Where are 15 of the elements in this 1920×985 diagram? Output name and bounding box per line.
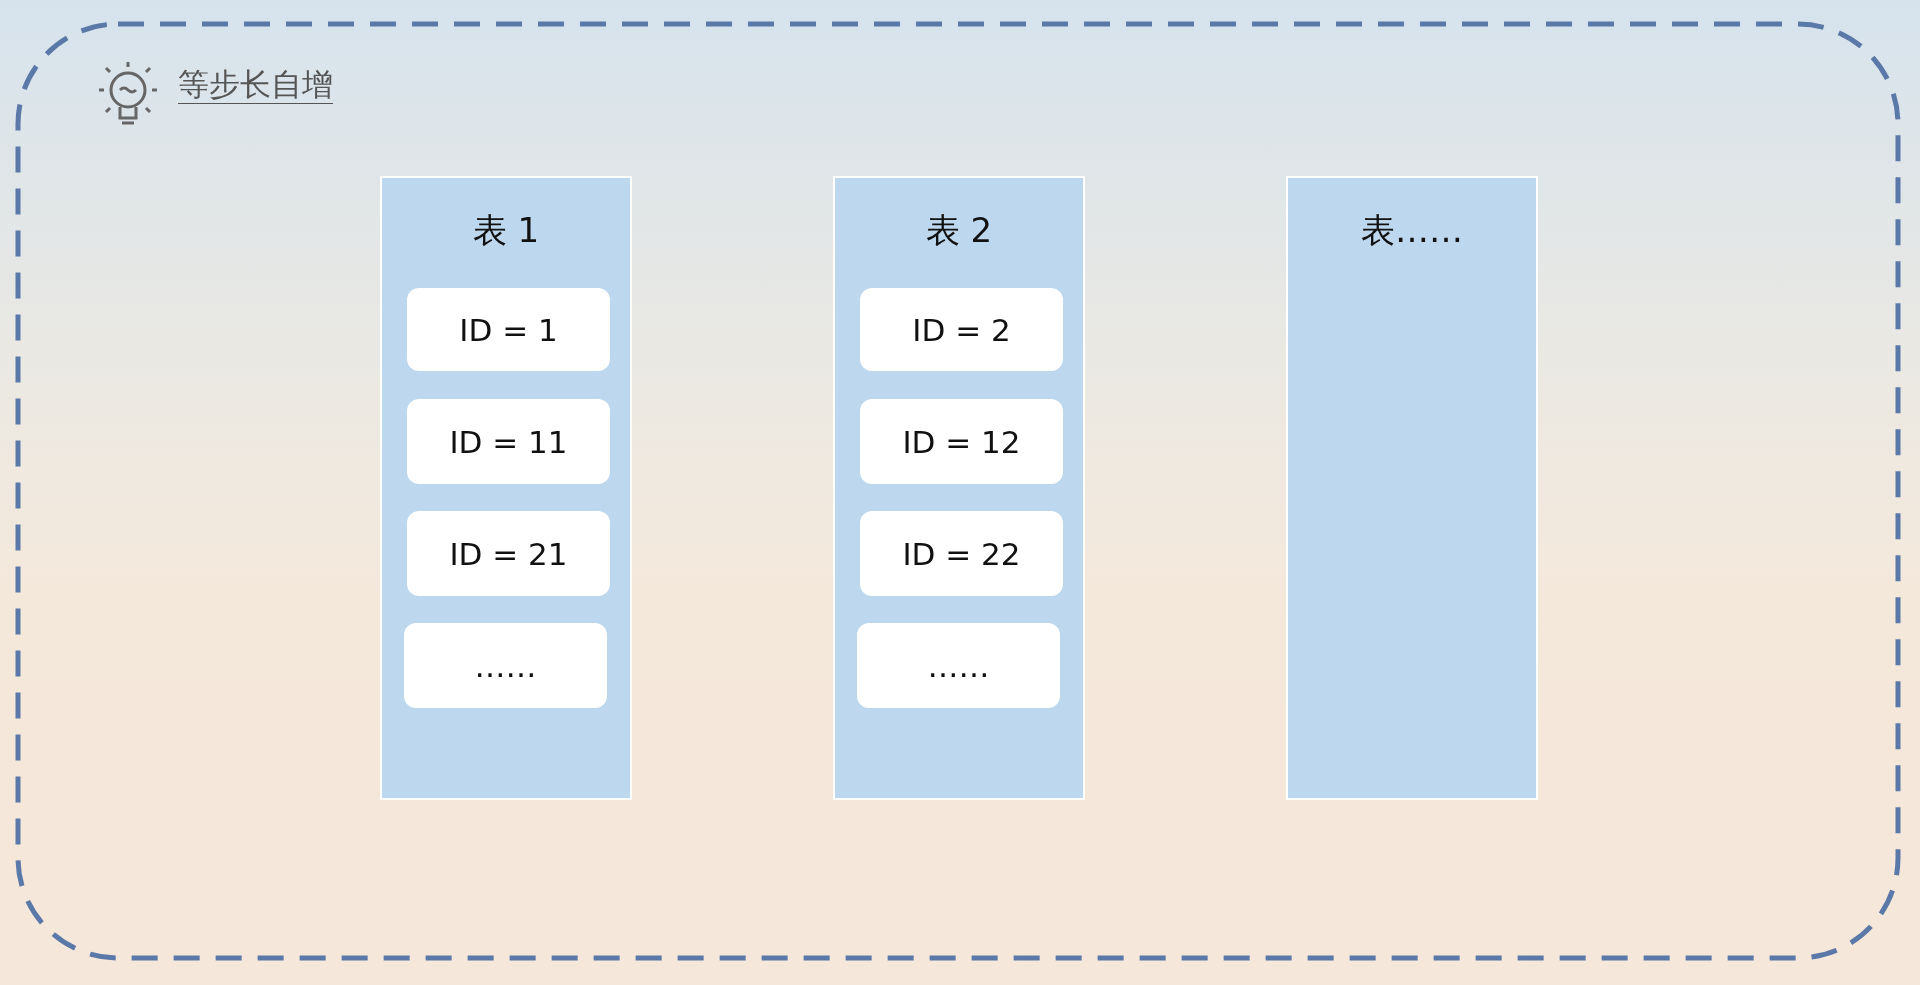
id-row-box: ID = 22 <box>860 511 1063 596</box>
id-row-box: …… <box>404 623 607 708</box>
id-row-box: …… <box>857 623 1060 708</box>
id-row-box: ID = 11 <box>407 399 610 484</box>
id-row-box: ID = 12 <box>860 399 1063 484</box>
id-row-box: ID = 1 <box>407 288 610 371</box>
table-heading: 表 2 <box>924 209 994 252</box>
id-row-box: ID = 2 <box>860 288 1063 371</box>
table-panel <box>833 176 1085 800</box>
table-heading: 表 1 <box>471 209 541 252</box>
table-panel <box>380 176 632 800</box>
table-heading: 表…… <box>1360 209 1464 252</box>
table-panel <box>1286 176 1538 800</box>
id-row-box: ID = 21 <box>407 511 610 596</box>
title: 等步长自增 <box>178 65 333 104</box>
